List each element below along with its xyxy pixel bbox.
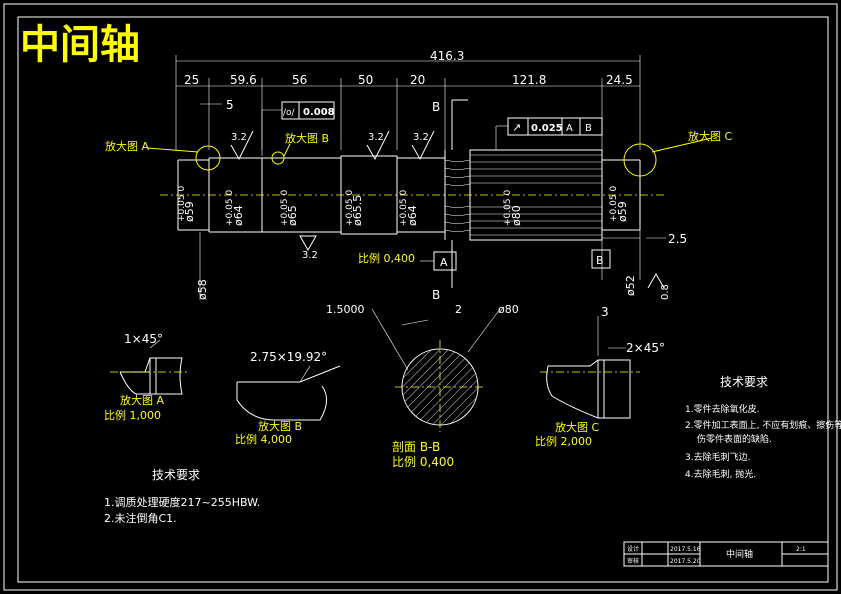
tol-cyl-symbol: /o/ xyxy=(283,108,296,118)
title-block-scale: 2:1 xyxy=(796,546,806,553)
tech-req-left-item-2: 2.未注倒角C1. xyxy=(104,511,177,525)
diameter-labels: ø59 +0.05 0 ø64 +0.05 0 ø65 +0.05 0 ø65.… xyxy=(177,186,637,300)
tol-cyl-value: 0.008 xyxy=(303,107,335,118)
tech-req-right-item-1: 1.零件去除氧化皮. xyxy=(685,403,759,415)
title-block: 设计 2017.5.16 审核 2017.5.20 中间轴 2:1 xyxy=(623,541,829,567)
dim-5: 5 xyxy=(226,98,234,112)
section-mark-top: B xyxy=(432,100,440,114)
section-bb-dim-3: ø80 xyxy=(498,303,519,316)
dia-5: ø64 xyxy=(406,205,419,226)
tol-run-datum-b: B xyxy=(585,123,592,134)
detail-a-chamfer: 1×45° xyxy=(124,332,163,346)
section-bb-dim-1: 1.5000 xyxy=(326,303,365,316)
dim-overall: 416.3 xyxy=(430,49,464,63)
drawing-title: 中间轴 xyxy=(20,22,140,68)
title-block-r2c1: 审核 xyxy=(627,557,639,565)
dim-len-3: 56 xyxy=(292,73,307,87)
tech-req-right-item-4: 3.去除毛刺飞边. xyxy=(685,451,750,463)
title-block-name: 中间轴 xyxy=(726,548,753,560)
outer-border xyxy=(3,3,838,591)
dim-len-7: 24.5 xyxy=(606,73,633,87)
dim-len-1: 25 xyxy=(184,73,199,87)
top-dimensions: 416.3 25 59.6 56 50 20 121.8 24.5 5 xyxy=(175,49,641,150)
dia-2-tol: +0.05 0 xyxy=(225,190,235,226)
detail-c-dim: 3 xyxy=(601,305,609,319)
dia-4: ø65.5 xyxy=(351,195,364,226)
detail-c-chamfer: 2×45° xyxy=(626,341,665,355)
datum-a-box: A xyxy=(440,256,448,269)
tol-run-datum-a: A xyxy=(566,123,573,134)
datum-b-box: B xyxy=(596,254,604,267)
dim-len-6: 121.8 xyxy=(512,73,546,87)
dia-52: ø52 xyxy=(624,275,637,296)
detail-b-scale: 比例 4,000 xyxy=(235,432,292,446)
section-bb-dim-2: 2 xyxy=(455,303,462,316)
section-bb-scale: 比例 0,400 xyxy=(392,455,454,469)
dia-1: ø59 xyxy=(183,201,196,222)
tech-req-left-title: 技术要求 xyxy=(152,468,200,482)
roughness-3: 3.2 xyxy=(413,132,429,143)
section-marks: B B A B 比例 0,400 xyxy=(358,99,611,302)
detail-c-label: 放大图 C xyxy=(555,420,599,434)
roughness-symbols: 3.2 3.2 3.2 3.2 0.8 xyxy=(230,130,671,300)
dia-58: ø58 xyxy=(196,279,209,300)
tol-run-value: 0.025 xyxy=(531,123,563,134)
section-mark-bottom: B xyxy=(432,288,440,302)
tolerance-frame-cylindricity: /o/ 0.008 xyxy=(261,101,335,156)
roughness-2: 3.2 xyxy=(368,132,384,143)
detail-b-chamfer: 2.75×19.92° xyxy=(250,350,327,364)
tech-req-right-item-5: 4.去除毛刺, 抛光. xyxy=(685,468,756,480)
detail-c-view: 3 2×45° 放大图 C 比例 2,000 xyxy=(535,305,665,448)
dia-2: ø64 xyxy=(232,205,245,226)
dia-7-tol: +0.05 0 xyxy=(609,186,619,222)
roughness-4: 3.2 xyxy=(302,250,318,261)
detail-a-scale: 比例 1,000 xyxy=(104,408,161,422)
title-block-r2c2: 2017.5.20 xyxy=(670,558,701,565)
shaft-outline: 2.5 放大图 A 放大图 B 放大图 C xyxy=(105,129,732,280)
dim-2-5: 2.5 xyxy=(668,232,687,246)
section-bb-view: 1.5000 2 ø80 剖面 B-B 比例 0,400 xyxy=(326,303,519,469)
detail-circle-b xyxy=(271,151,285,165)
tol-run-symbol: ↗ xyxy=(512,121,521,134)
detail-circle-c xyxy=(623,143,657,177)
roughness-5: 0.8 xyxy=(660,284,671,300)
dim-len-4: 50 xyxy=(358,73,373,87)
dia-7: ø59 xyxy=(616,201,629,222)
inner-border xyxy=(17,16,829,583)
detail-c-scale: 比例 2,000 xyxy=(535,434,592,448)
dia-5-tol: +0.05 0 xyxy=(399,190,409,226)
dia-4-tol: +0.05 0 xyxy=(345,190,355,226)
dia-1-tol: +0.05 0 xyxy=(177,186,187,222)
tech-req-right-item-2: 2.零件加工表面上, 不应有划痕、擦伤等损 xyxy=(685,419,841,431)
tech-req-left: 技术要求 1.调质处理硬度217~255HBW. 2.未注倒角C1. xyxy=(104,468,260,525)
detail-b-view: 2.75×19.92° 放大图 B 比例 4,000 xyxy=(235,350,341,446)
roughness-1: 3.2 xyxy=(231,132,247,143)
dia-6-tol: +0.05 0 xyxy=(503,190,513,226)
title-block-r1c1: 设计 xyxy=(627,545,639,553)
dia-3-tol: +0.05 0 xyxy=(280,190,290,226)
title-block-r1c2: 2017.5.16 xyxy=(670,546,701,553)
spline-teeth xyxy=(444,154,602,236)
detail-b-label: 放大图 B xyxy=(258,419,302,433)
tech-req-right-item-3: 伤零件表面的缺陷. xyxy=(697,433,772,445)
detail-circle-a xyxy=(195,145,221,171)
callout-detail-c: 放大图 C xyxy=(688,129,732,143)
section-bb-label: 剖面 B-B xyxy=(392,440,440,454)
detail-a-view: 1×45° 放大图 A 比例 1,000 xyxy=(104,332,190,422)
tech-req-right: 技术要求 1.零件去除氧化皮. 2.零件加工表面上, 不应有划痕、擦伤等损 伤零… xyxy=(685,375,841,480)
dim-len-5: 20 xyxy=(410,73,425,87)
dim-len-2: 59.6 xyxy=(230,73,257,87)
main-view-scale: 比例 0,400 xyxy=(358,251,415,265)
tech-req-right-title: 技术要求 xyxy=(720,375,768,389)
tech-req-left-item-1: 1.调质处理硬度217~255HBW. xyxy=(104,495,260,509)
callout-detail-a: 放大图 A xyxy=(105,139,149,153)
dia-3: ø65 xyxy=(286,205,299,226)
callout-detail-b: 放大图 B xyxy=(285,131,329,145)
dia-6: ø80 xyxy=(510,205,523,226)
tolerance-frame-runout: ↗ 0.025 A B xyxy=(495,117,603,150)
detail-a-label: 放大图 A xyxy=(120,393,164,407)
